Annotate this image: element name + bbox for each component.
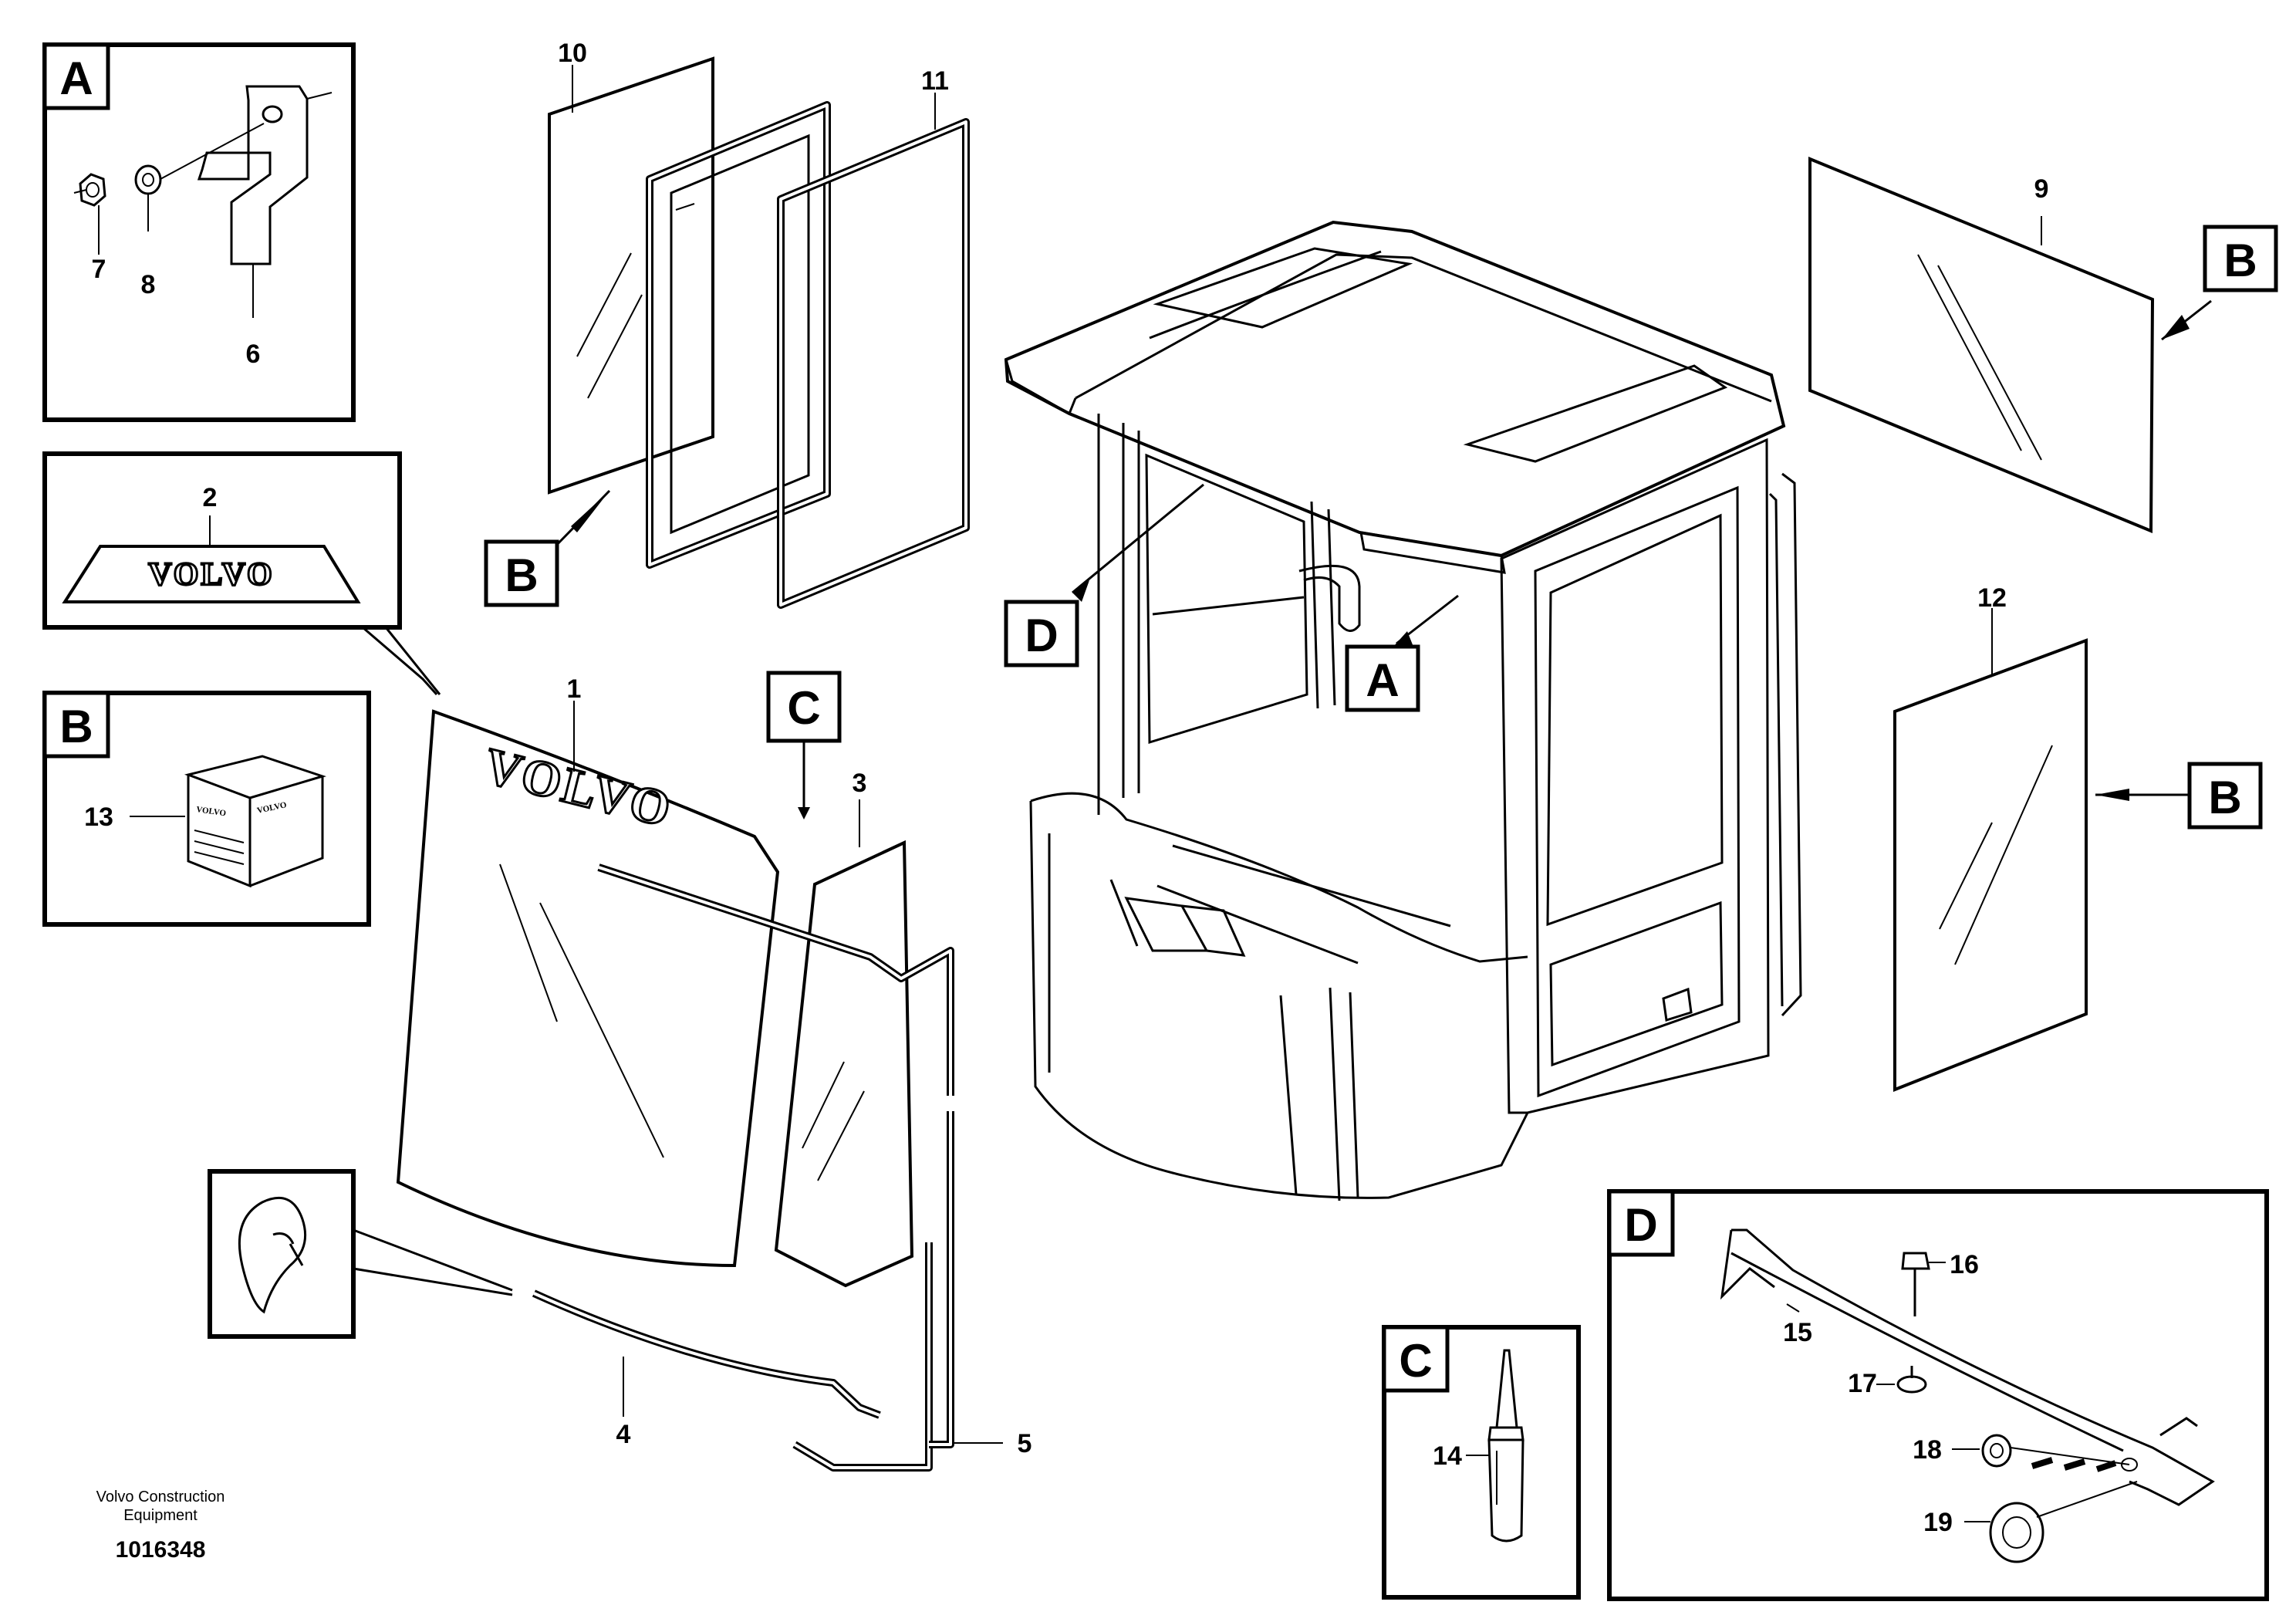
callout-9: 9 (2034, 174, 2049, 204)
inset-a: A 7 8 6 (42, 42, 356, 422)
inset-b-left-letter: B (59, 701, 93, 752)
side-glass-part-12 (1893, 608, 2088, 1092)
tag-d-cab-letter: D (1025, 610, 1058, 661)
inset-b-left: B VOLVO VOLVO 13 (42, 691, 371, 927)
callout-14: 14 (1433, 1441, 1462, 1471)
tag-a-cab-letter: A (1366, 654, 1399, 706)
tag-b-windows-letter: B (505, 549, 538, 601)
side-window-glass-10 (548, 56, 714, 495)
seal-strip-part-5 (792, 1111, 1003, 1472)
svg-text:VOLVO: VOLVO (196, 805, 228, 818)
windscreen-part-1: VOLVO (396, 701, 780, 1268)
decal-logo-text: VOLVO (148, 557, 274, 593)
inset-decal-2: 2 VOLVO (42, 451, 441, 696)
cap-part-18 (1981, 1434, 2130, 1472)
washer-part-17 (1896, 1366, 1927, 1394)
inset-d: D 16 15 17 18 (1607, 1189, 2269, 1601)
tag-b-windows: B (484, 489, 611, 607)
side-glass-part-3 (774, 799, 914, 1288)
callout-11: 11 (921, 66, 949, 96)
callout-12: 12 (1977, 583, 2007, 613)
callout-3: 3 (853, 769, 867, 798)
inset-a-letter: A (59, 52, 93, 104)
callout-15: 15 (1783, 1318, 1812, 1347)
callout-16: 16 (1950, 1250, 1979, 1279)
callout-6: 6 (246, 340, 261, 369)
tag-a-cab: A (1345, 594, 1459, 712)
callout-17: 17 (1848, 1369, 1877, 1398)
rear-glass-part-9 (1808, 157, 2155, 533)
screw-part-16 (1901, 1252, 1930, 1316)
tag-b-rear-letter: B (2223, 235, 2257, 286)
callout-7: 7 (92, 255, 106, 284)
callout-18: 18 (1913, 1435, 1942, 1465)
callout-10: 10 (558, 39, 587, 68)
volvo-decal (62, 545, 361, 603)
callout-1: 1 (567, 674, 582, 704)
document-number: 1016348 (116, 1537, 206, 1563)
callout-4: 4 (616, 1420, 631, 1449)
callout-2: 2 (203, 483, 218, 512)
hand-warning-icon (238, 1196, 307, 1314)
callout-19: 19 (1923, 1508, 1953, 1537)
callout-8: 8 (141, 270, 156, 299)
inset-c-letter: C (1399, 1335, 1432, 1387)
tag-c-windscreen-letter: C (787, 682, 820, 734)
credit-line-2: Equipment (123, 1507, 198, 1524)
tag-b-rear: B (2161, 225, 2278, 341)
callout-5: 5 (1018, 1429, 1032, 1458)
inset-d-letter: D (1624, 1199, 1657, 1251)
seal-strip-part-4 (532, 863, 954, 1419)
sealant-cartridge-part-14 (1487, 1349, 1524, 1543)
credit-line-1: Volvo Construction (96, 1489, 225, 1505)
nut-part-7 (73, 173, 106, 207)
inset-c: C 14 (1382, 1325, 1581, 1600)
washer-part-8 (134, 164, 162, 195)
tag-b-side-letter: B (2208, 772, 2241, 823)
cap-part-19 (1989, 1481, 2138, 1563)
warning-inset (208, 1169, 513, 1339)
tag-d-cab: D (1004, 483, 1204, 667)
window-seal-11 (777, 118, 970, 609)
grab-handle-part-15 (1720, 1228, 2215, 1506)
callout-13: 13 (84, 803, 113, 832)
window-seal-frame-10 (646, 101, 831, 569)
cab-assembly (1004, 220, 1802, 1201)
tag-b-side: B (2095, 762, 2263, 830)
tag-c-windscreen: C (766, 671, 842, 819)
bracket-part-6 (197, 85, 333, 265)
